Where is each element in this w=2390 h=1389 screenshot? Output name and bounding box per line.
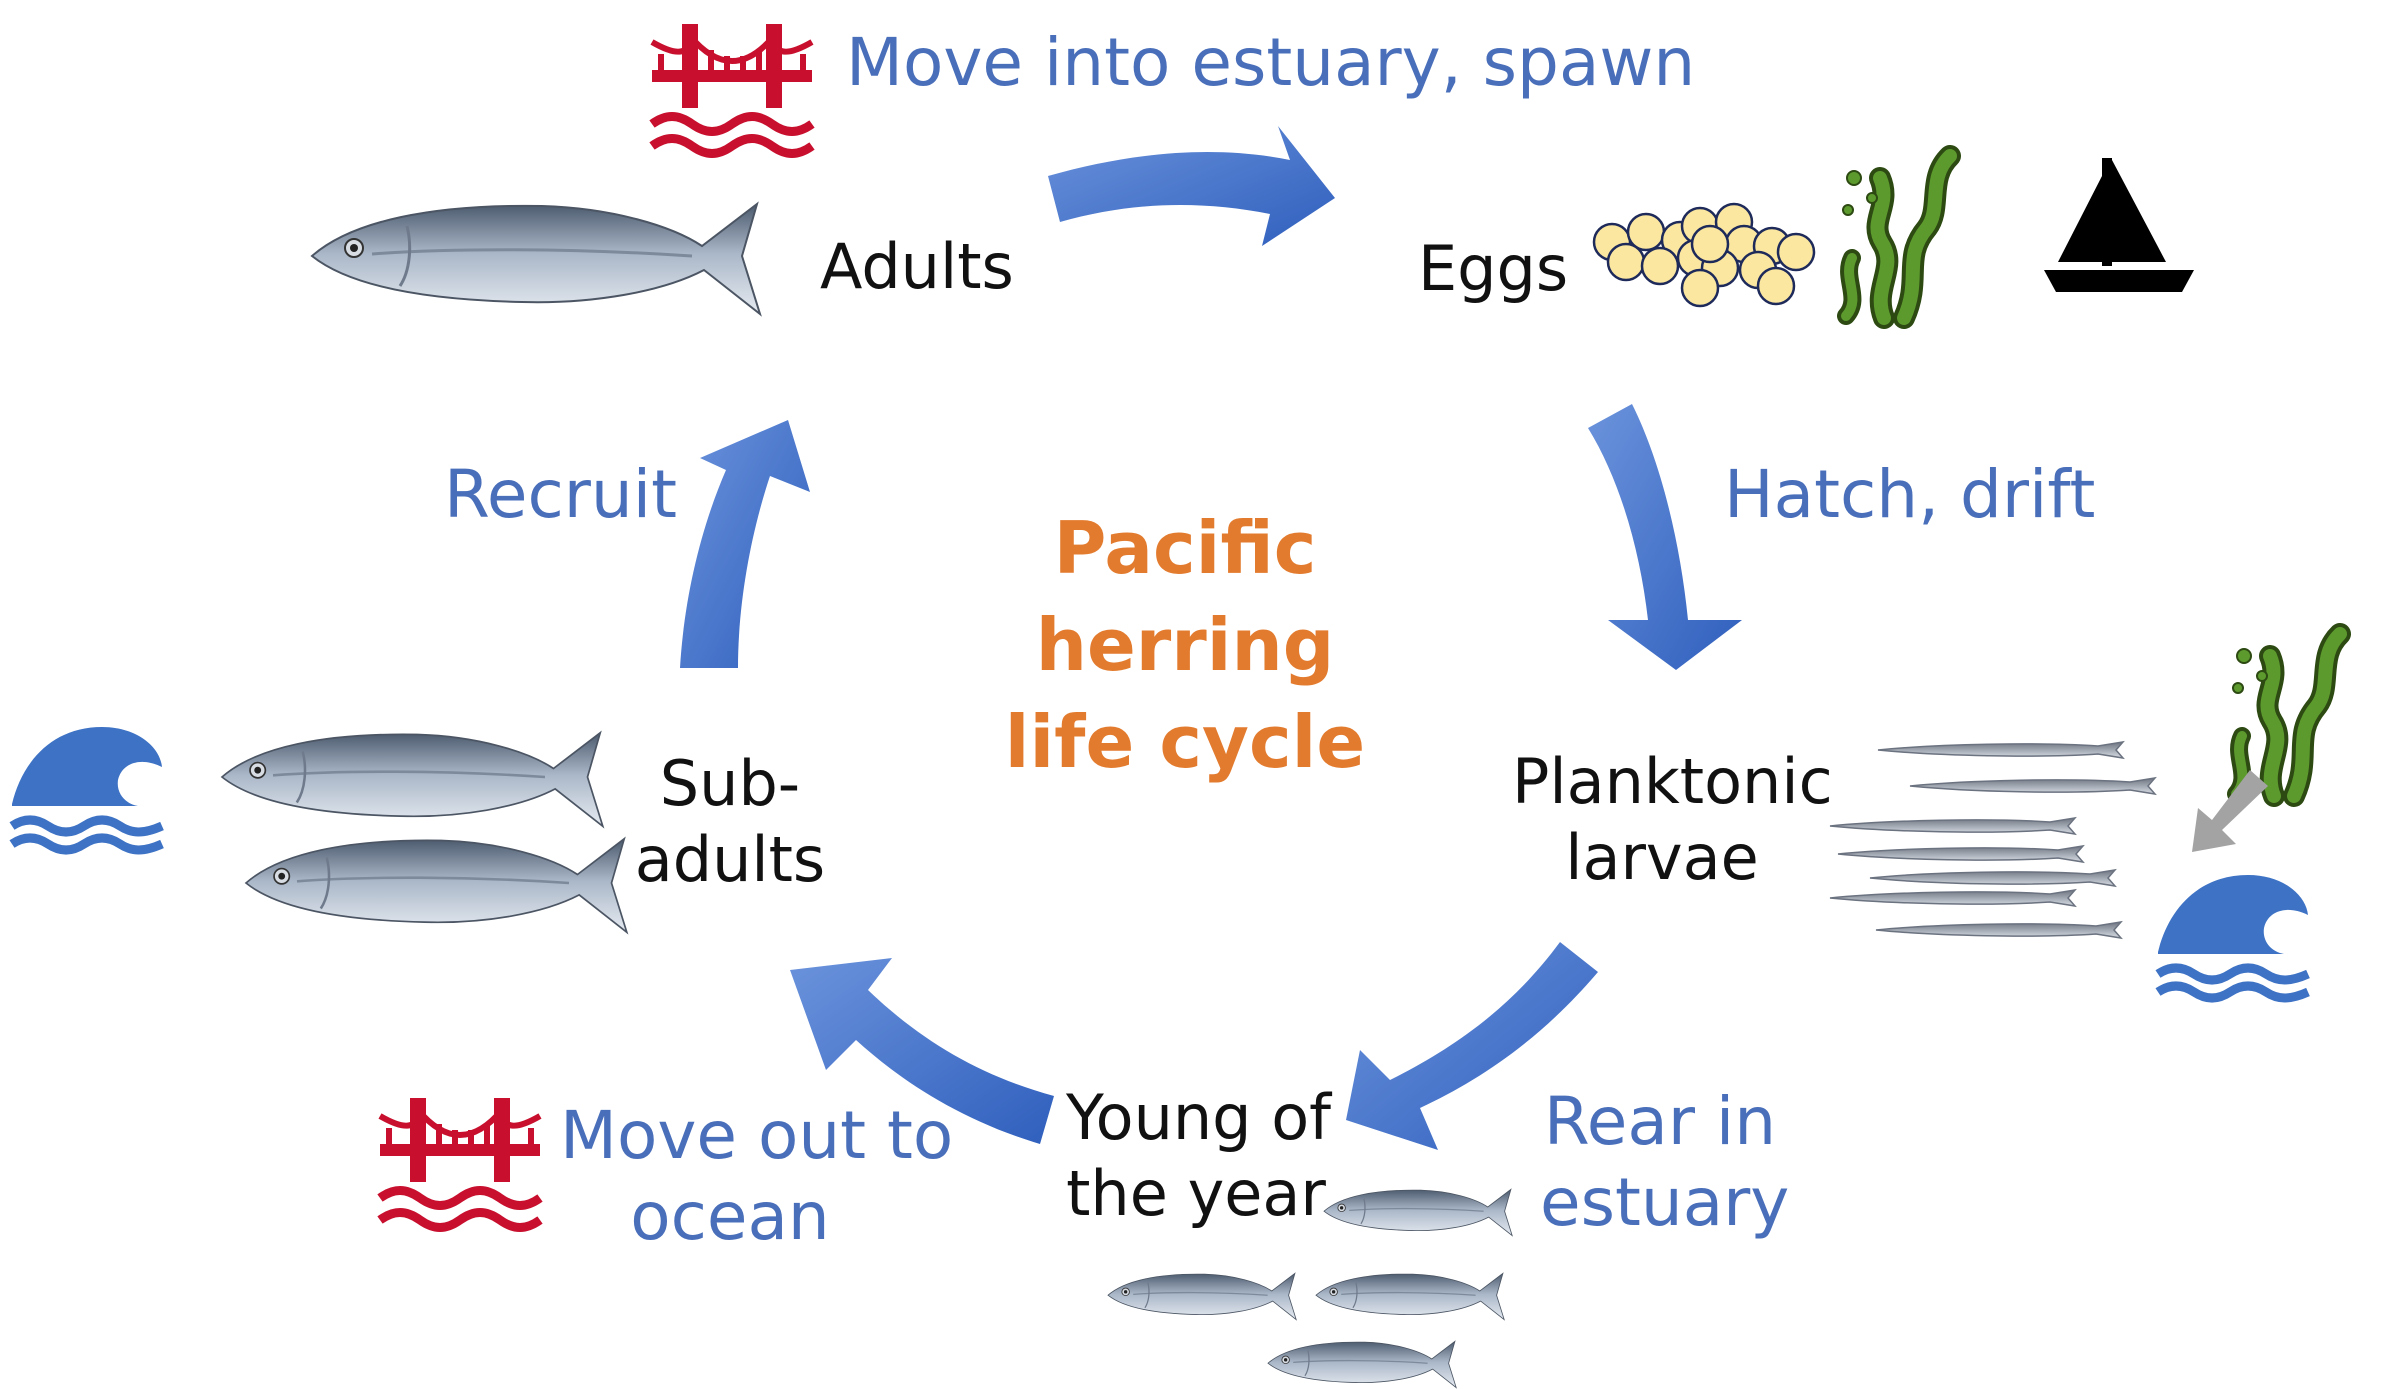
- title-line-2: herring: [1000, 597, 1370, 694]
- move-out-line-2: ocean: [560, 1177, 900, 1258]
- wave-icon: [12, 727, 162, 850]
- yoy-line-2: the year: [1066, 1156, 1326, 1232]
- arrow-adults-to-eggs: [1048, 126, 1335, 246]
- seaweed-icon: [1843, 156, 1950, 318]
- stage-label-young-of-year: Young of the year: [1066, 1080, 1326, 1231]
- transition-label-rear: Rear in estuary: [1540, 1082, 1780, 1243]
- yoy-fish-image: [1324, 1189, 1512, 1235]
- subadults-line-1: Sub-: [630, 746, 830, 822]
- bridge-icon: [380, 1098, 540, 1228]
- title-line-3: life cycle: [1000, 694, 1370, 791]
- wave-icon: [2158, 875, 2308, 998]
- yoy-fish-image: [1108, 1273, 1296, 1319]
- rear-line-1: Rear in: [1540, 1082, 1780, 1163]
- rear-line-2: estuary: [1540, 1163, 1780, 1244]
- subadult-fish-image: [222, 733, 603, 827]
- larvae-line-2: larvae: [1512, 820, 1812, 896]
- subadult-fish-image: [246, 839, 627, 933]
- egg-cluster: [1594, 204, 1814, 306]
- larvae-line-1: Planktonic: [1512, 744, 1812, 820]
- stage-label-larvae: Planktonic larvae: [1512, 744, 1812, 895]
- yoy-line-1: Young of: [1066, 1080, 1326, 1156]
- arrow-down-gray-icon: [2192, 770, 2268, 852]
- stage-label-adults: Adults: [820, 236, 1014, 298]
- bridge-icon: [652, 24, 812, 154]
- yoy-fish-image: [1268, 1341, 1456, 1387]
- transition-label-spawn: Move into estuary, spawn: [846, 30, 1695, 96]
- title-line-1: Pacific: [1000, 500, 1370, 597]
- adult-fish-image: [312, 204, 760, 314]
- arrow-subadults-to-adults: [680, 420, 810, 668]
- move-out-line-1: Move out to: [560, 1096, 900, 1177]
- subadults-line-2: adults: [630, 822, 830, 898]
- stage-label-subadults: Sub- adults: [630, 746, 830, 897]
- transition-label-hatch: Hatch, drift: [1724, 462, 2095, 528]
- larva-image: [1830, 742, 2155, 938]
- sailboat-icon: [2044, 158, 2194, 292]
- transition-label-recruit: Recruit: [444, 462, 677, 528]
- diagram-title: Pacific herring life cycle: [1000, 500, 1370, 792]
- yoy-fish-image: [1316, 1273, 1504, 1319]
- stage-label-eggs: Eggs: [1418, 238, 1568, 300]
- arrow-eggs-to-larvae: [1588, 404, 1742, 670]
- transition-label-move-out: Move out to ocean: [560, 1096, 900, 1257]
